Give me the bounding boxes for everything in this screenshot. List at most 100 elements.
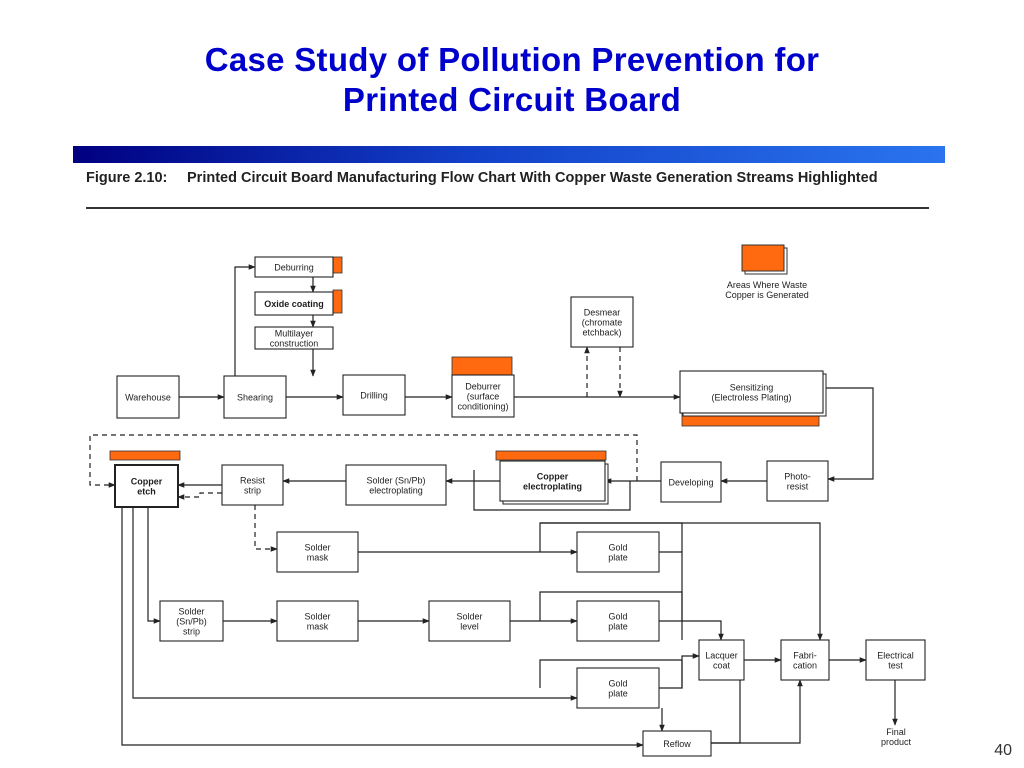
page-number: 40: [994, 742, 1012, 759]
node-box: [499, 460, 606, 502]
node-label: construction: [270, 339, 319, 349]
flow-arrow: [121, 507, 644, 748]
node-label: (Electroless Plating): [711, 393, 791, 403]
node-label: Resist: [240, 476, 266, 486]
node-box: [576, 600, 660, 642]
node-box: [660, 461, 722, 503]
waste-highlight-bar: [451, 356, 513, 376]
flow-arrow: [711, 680, 741, 744]
node-box: [576, 667, 660, 709]
slide-title: Case Study of Pollution Prevention for P…: [0, 40, 1024, 120]
flow-arrow: [659, 551, 683, 640]
flow-arrow: [177, 492, 222, 500]
node-box: [114, 464, 179, 508]
waste-highlight-bar: [332, 256, 343, 274]
node-label: Copper: [131, 477, 163, 487]
node-label: product: [881, 737, 912, 747]
flow-arrow: [473, 470, 631, 511]
waste-highlight-bar: [109, 450, 181, 461]
figure-caption-text: Printed Circuit Board Manufacturing Flow…: [187, 170, 878, 186]
slide-title-line-2: Printed Circuit Board: [342, 81, 682, 118]
node-box: [451, 374, 515, 418]
node-label: Gold: [608, 612, 627, 622]
node-label: plate: [608, 553, 628, 563]
node-box: [223, 375, 287, 419]
node-label: (Sn/Pb): [176, 617, 207, 627]
legend-label: Copper is Generated: [725, 290, 809, 300]
node-label: Gold: [608, 543, 627, 553]
node-label: Solder: [304, 612, 330, 622]
node-box: [254, 256, 334, 278]
node-label: Deburrer: [465, 382, 501, 392]
flow-arrow: [89, 434, 638, 488]
node-label: etch: [137, 487, 156, 497]
node-reflow: Reflow: [642, 730, 712, 757]
node-drilling: Drilling: [342, 374, 406, 416]
node-box: [570, 296, 634, 348]
node-label: (surface: [467, 392, 500, 402]
waste-highlight-bar: [495, 450, 607, 461]
flow-arrow: [234, 264, 256, 376]
node-label: Multilayer: [275, 329, 314, 339]
legend-swatch: [741, 244, 785, 272]
node-label: Deburring: [274, 263, 314, 273]
node-box: [766, 460, 829, 502]
node-label: etchback): [582, 328, 621, 338]
flow-arrow: [540, 522, 823, 641]
node-label: mask: [307, 553, 329, 563]
node-label: level: [460, 622, 479, 632]
node-label: Shearing: [237, 393, 273, 403]
node-label: Electrical: [877, 651, 914, 661]
node-sensitizing: Sensitizing(Electroless Plating): [679, 370, 827, 417]
node-box: [780, 639, 830, 681]
flow-arrow: [711, 679, 803, 744]
node-label: plate: [608, 622, 628, 632]
node-label: mask: [307, 622, 329, 632]
flow-edges: [89, 264, 898, 748]
node-label: coat: [713, 661, 731, 671]
node-label: electroplating: [523, 482, 582, 492]
node-label: Sensitizing: [730, 383, 774, 393]
node-label: Solder: [456, 612, 482, 622]
node-solder-strip: Solder(Sn/Pb)strip: [159, 600, 224, 642]
slide-title-line-1: Case Study of Pollution Prevention for: [204, 41, 820, 78]
flow-arrow: [659, 620, 724, 641]
node-deburring: Deburring: [254, 256, 334, 278]
node-box: [865, 639, 926, 681]
node-shearing: Shearing: [223, 375, 287, 419]
node-oxide-coating: Oxide coating: [254, 291, 334, 316]
node-label: conditioning): [457, 402, 508, 412]
legend-label: Areas Where Waste: [727, 280, 807, 290]
flow-arrow: [147, 507, 161, 624]
node-box: [428, 600, 511, 642]
node-label: cation: [793, 661, 817, 671]
node-box: [221, 464, 284, 506]
node-label: strip: [183, 627, 200, 637]
node-solder-electroplating: Solder (Sn/Pb)electroplating: [345, 464, 447, 506]
node-fabrication: Fabri-cation: [780, 639, 830, 681]
node-label: Oxide coating: [264, 299, 324, 309]
node-label: test: [888, 661, 903, 671]
flow-arrow: [539, 591, 683, 621]
flow-arrow: [254, 505, 278, 552]
node-label: Drilling: [360, 391, 388, 401]
node-box: [345, 464, 447, 506]
title-gradient-bar: [73, 146, 945, 163]
flow-arrow: [132, 507, 578, 701]
node-box: [679, 370, 824, 414]
node-box: [159, 600, 224, 642]
node-box: [254, 291, 334, 316]
node-label: (chromate: [582, 318, 623, 328]
node-label: strip: [244, 486, 261, 496]
node-label: plate: [608, 689, 628, 699]
